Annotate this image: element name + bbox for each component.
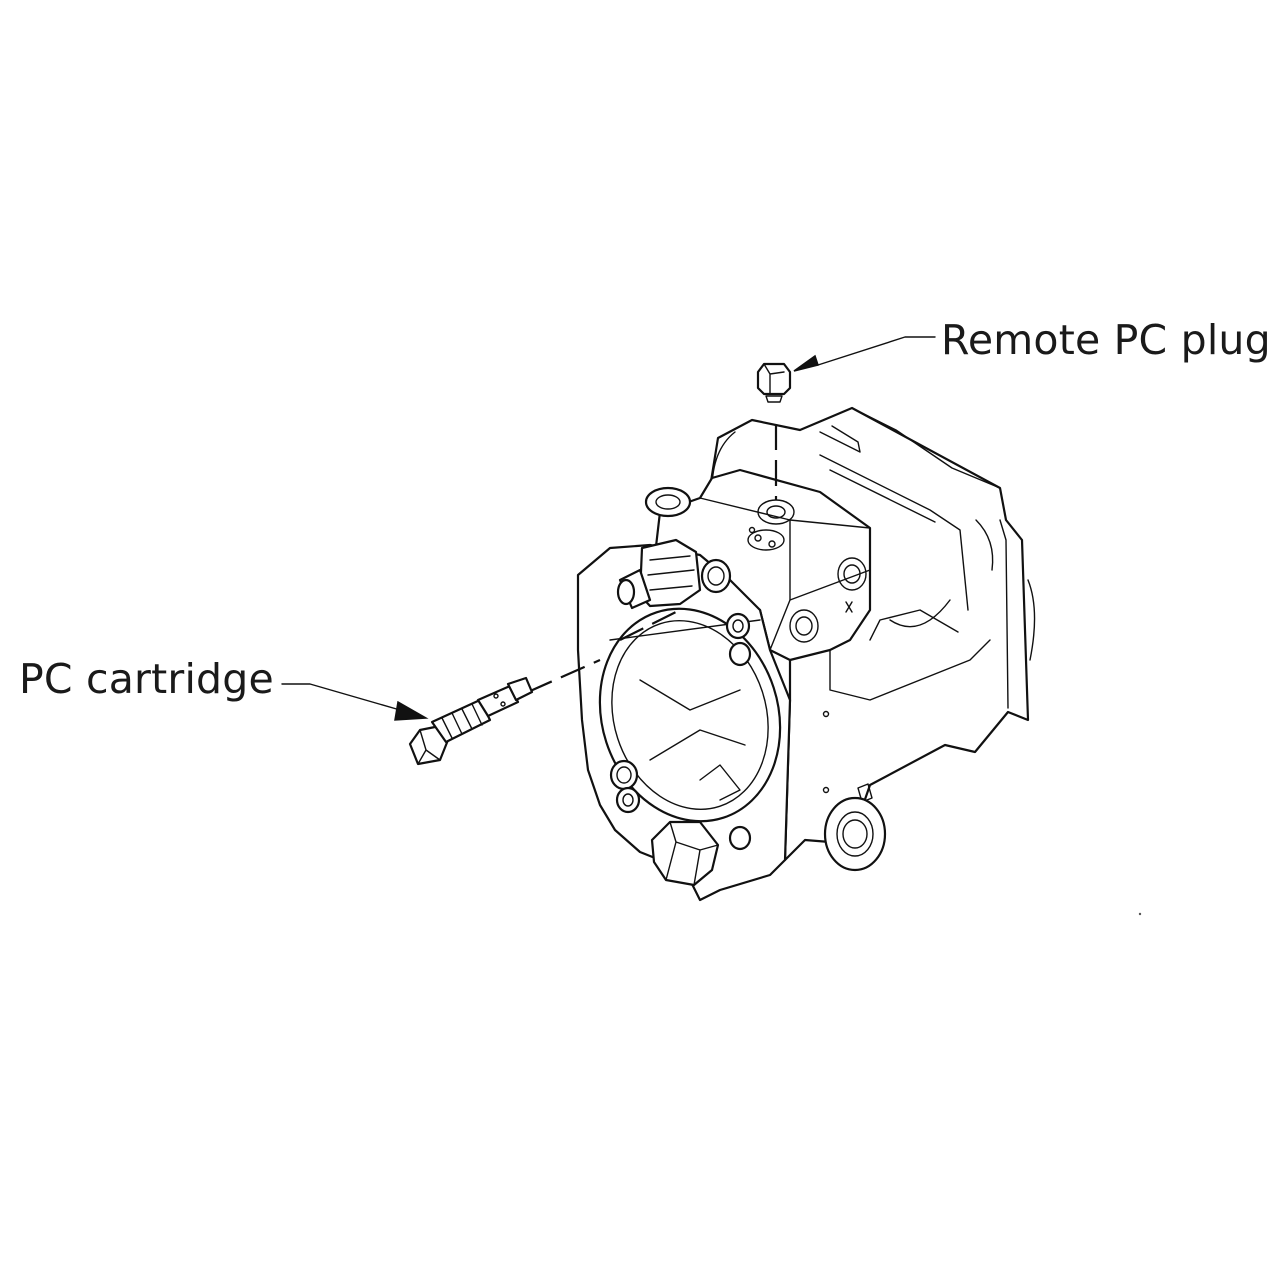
explode-lines [527,424,778,694]
pc-cartridge-label: PC cartridge [19,655,274,703]
pc-cartridge-part [408,676,534,766]
cartridge-explode-line-inner [619,609,681,641]
leader-pc-cartridge [281,683,429,721]
remote-pc-plug-part [756,362,792,403]
leader-remote-pc-plug [793,336,936,372]
artifact-dot [1138,912,1142,916]
remote-pc-plug-label: Remote PC plug [941,316,1271,364]
pump-housing [576,406,1036,902]
cartridge-explode-line [527,658,601,694]
